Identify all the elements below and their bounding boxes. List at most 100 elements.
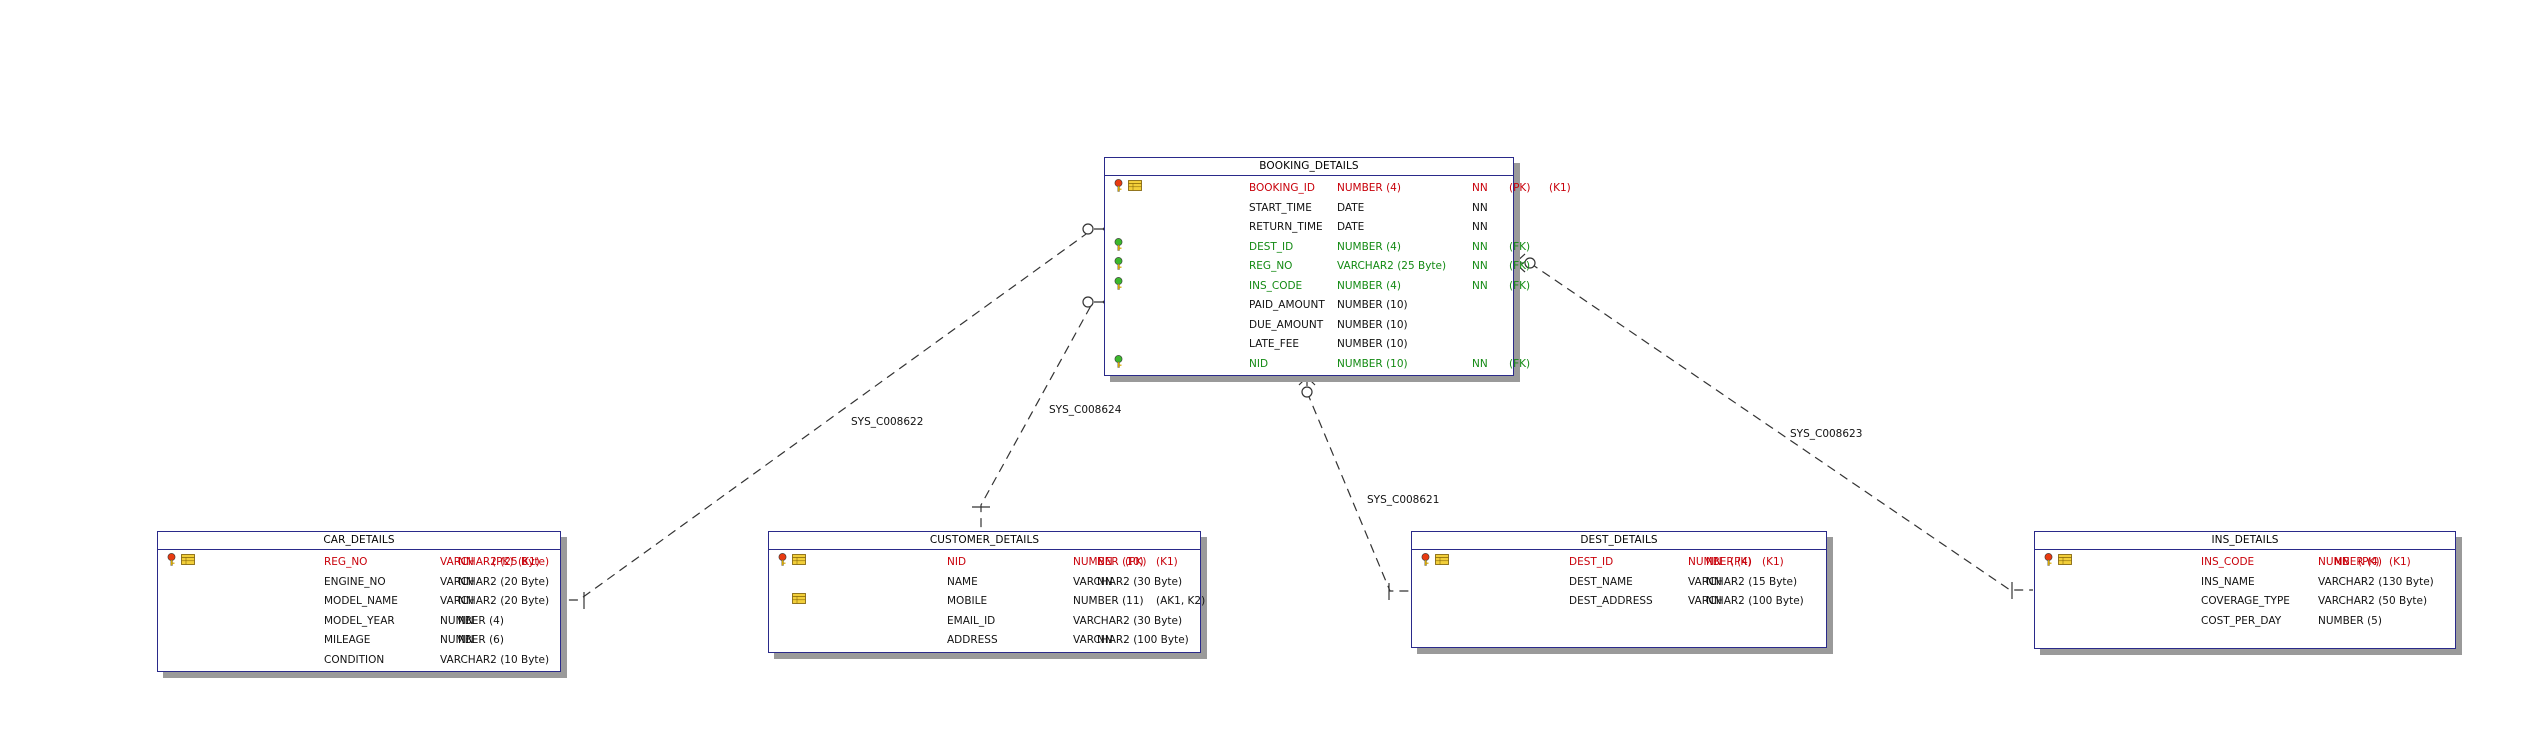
column-name: DEST_ID <box>1249 240 1294 253</box>
column-name: EMAIL_ID <box>947 614 996 627</box>
column-nn: NN <box>1472 182 1488 194</box>
column-nn: NN <box>458 575 474 588</box>
index-table-icon <box>792 553 806 565</box>
column-name: REG_NO <box>324 556 368 568</box>
column-name: INS_CODE <box>1249 279 1303 292</box>
column-nn: NN <box>1472 201 1488 214</box>
column-type: NUMBER (4) <box>2318 556 2382 568</box>
relationship-line-ins[interactable] <box>1514 253 2033 599</box>
column-nn: NN <box>458 634 474 646</box>
column-name: MODEL_YEAR <box>324 614 395 627</box>
column-name: BOOKING_ID <box>1249 182 1315 194</box>
column-extra: (K1) <box>1156 556 1178 568</box>
column-nn: NN <box>1097 575 1113 588</box>
column-type: VARCHAR2 (15 Byte) <box>1688 575 1798 588</box>
relationship-line-car[interactable] <box>562 219 1114 609</box>
column-type: NUMBER (6) <box>440 634 504 646</box>
column-nn: NN <box>1097 556 1113 568</box>
index-table-icon <box>1435 553 1449 565</box>
index-table-icon <box>2058 553 2072 565</box>
column-nn: NN <box>1472 260 1488 272</box>
column-type: VARCHAR2 (30 Byte) <box>1073 575 1183 588</box>
column-extra: (K1) <box>1549 182 1571 194</box>
relationship-label-customer: SYS_C008624 <box>1049 404 1122 416</box>
primary-key-icon <box>777 553 788 566</box>
column-name: PAID_AMOUNT <box>1249 299 1325 311</box>
column-type: VARCHAR2 (20 Byte) <box>440 575 550 588</box>
column-row[interactable]: PAID_AMOUNT NUMBER (10) <box>1105 296 1513 316</box>
column-keys: (PK) <box>1730 556 1752 568</box>
entity-title: BOOKING_DETAILS <box>1105 158 1513 176</box>
entity-title: INS_DETAILS <box>2035 532 2455 550</box>
primary-key-icon <box>2043 553 2054 566</box>
column-type: VARCHAR2 (100 Byte) <box>1688 595 1804 607</box>
column-nn: NN <box>2334 556 2350 568</box>
relationship-label-dest: SYS_C008621 <box>1367 494 1440 506</box>
column-name: DEST_NAME <box>1569 575 1633 588</box>
entity-title: CUSTOMER_DETAILS <box>769 532 1200 550</box>
column-type: NUMBER (4) <box>1337 240 1401 253</box>
column-name: ADDRESS <box>947 634 998 646</box>
column-name: DUE_AMOUNT <box>1249 318 1324 331</box>
column-type: NUMBER (10) <box>1337 299 1408 311</box>
column-type: NUMBER (11) <box>1073 595 1144 607</box>
relationship-label-car: SYS_C008622 <box>851 416 924 428</box>
column-extra: (AK1, K2) <box>1156 595 1206 607</box>
column-nn: NN <box>1472 221 1488 233</box>
column-name: RETURN_TIME <box>1249 221 1323 233</box>
column-name: MODEL_NAME <box>324 595 398 607</box>
foreign-key-icon <box>1113 276 1124 290</box>
column-keys: (PK) <box>2358 556 2380 568</box>
column-name: REG_NO <box>1249 260 1293 272</box>
index-table-icon <box>792 592 806 604</box>
column-type: VARCHAR2 (130 Byte) <box>2318 575 2434 588</box>
column-nn: NN <box>1472 240 1488 253</box>
column-keys: (FK) <box>1509 279 1531 292</box>
column-name: NID <box>947 556 967 568</box>
relationship-line-dest[interactable] <box>1298 376 1410 600</box>
column-name: DEST_ID <box>1569 556 1614 568</box>
column-type: VARCHAR2 (25 Byte) <box>440 556 550 568</box>
relationship-label-ins: SYS_C008623 <box>1790 428 1863 440</box>
column-type: NUMBER (4) <box>1688 556 1752 568</box>
column-nn: NN <box>458 556 474 568</box>
column-keys: (PK) <box>492 556 514 568</box>
column-name: START_TIME <box>1249 201 1312 214</box>
